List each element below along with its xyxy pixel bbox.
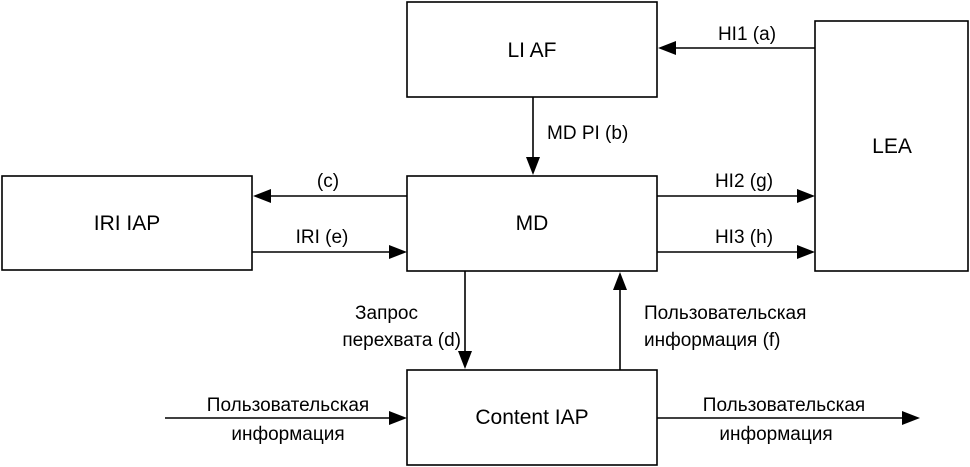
hi1-arrowhead	[658, 41, 676, 55]
iri-iap-label: IRI IAP	[94, 212, 161, 235]
lea-label: LEA	[872, 135, 912, 158]
userinfo-in-label-line2: информация	[231, 424, 344, 445]
content-iap-label: Content IAP	[475, 406, 588, 429]
md-label: MD	[516, 212, 549, 235]
userinfo-f-label-line1: Пользовательская	[644, 303, 806, 324]
userinfo-f-label-line2: информация (f)	[644, 330, 781, 351]
lea-box	[814, 20, 969, 272]
md-pi-arrowhead	[526, 157, 540, 175]
li-af-label: LI AF	[507, 39, 556, 62]
md-box	[406, 175, 658, 272]
iri-iap-box	[1, 175, 253, 271]
userinfo-out-arrowhead	[902, 411, 920, 425]
userinfo-f-arrowhead	[613, 272, 627, 290]
userinfo-in-arrowhead	[389, 411, 407, 425]
hi2-arrowhead	[797, 189, 815, 203]
hi1-label: HI1 (a)	[718, 24, 776, 45]
content-iap-box	[406, 369, 658, 466]
iri-arrowhead	[389, 245, 407, 259]
request-label-line1: Запрос	[355, 303, 418, 324]
li-af-box	[406, 1, 658, 98]
iri-label: IRI (e)	[296, 227, 349, 248]
request-label-line2: перехвата (d)	[342, 330, 461, 351]
userinfo-out-label-line1: Пользовательская	[703, 395, 865, 416]
hi3-arrowhead	[797, 245, 815, 259]
request-arrowhead	[458, 351, 472, 369]
hi3-label: HI3 (h)	[715, 227, 773, 248]
c-label: (c)	[317, 171, 339, 192]
userinfo-in-label-line1: Пользовательская	[207, 395, 369, 416]
md-pi-label: MD PI (b)	[547, 123, 628, 144]
userinfo-out-label-line2: информация	[719, 424, 832, 445]
c-arrowhead	[253, 189, 271, 203]
hi2-label: HI2 (g)	[715, 171, 773, 192]
